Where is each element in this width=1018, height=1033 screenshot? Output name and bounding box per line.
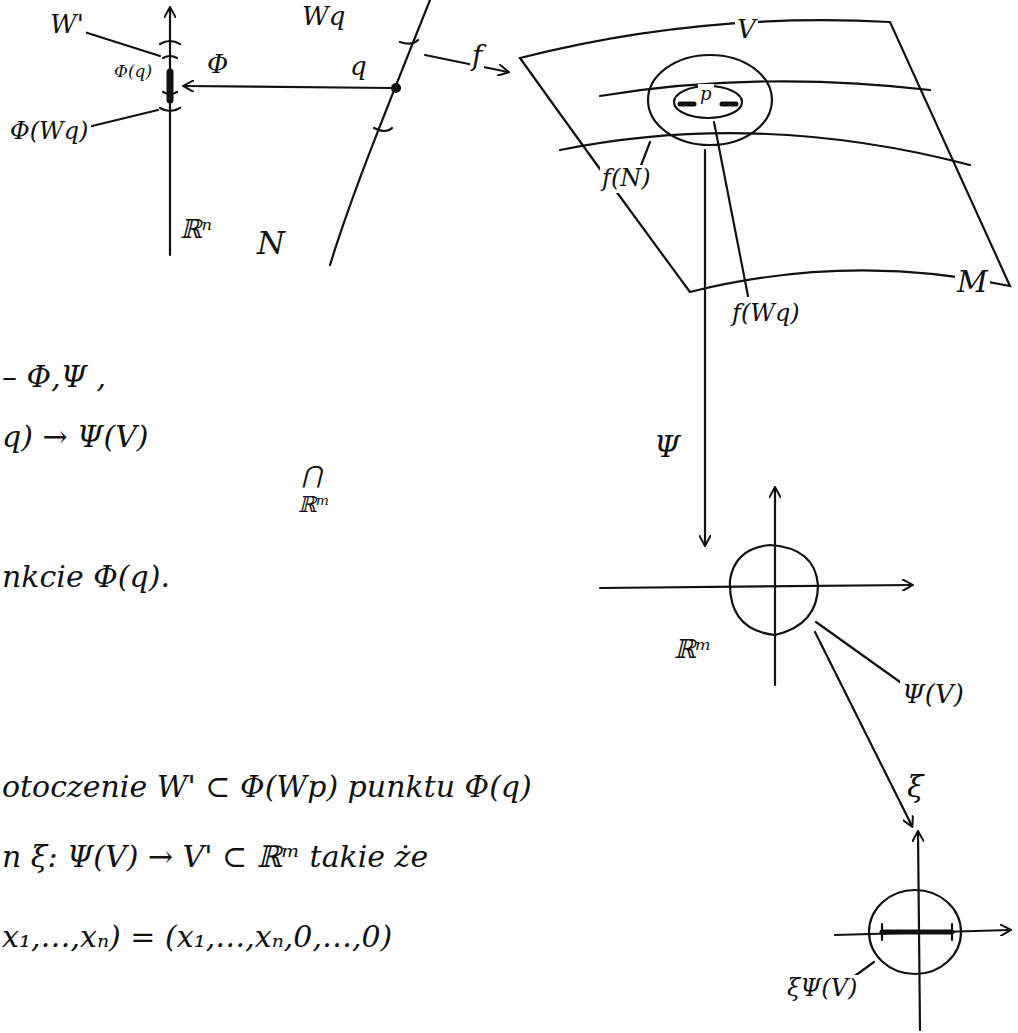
handwritten-label: Wq	[300, 2, 347, 32]
handwritten-label: x₁,…,xₙ) = (x₁,…,xₙ,0,…,0)	[0, 920, 394, 955]
handwritten-label: ℝⁿ	[178, 215, 214, 245]
handwritten-label: ⋂	[300, 462, 324, 490]
handwritten-label: V	[735, 15, 758, 45]
handwritten-label: – Φ,Ψ ,	[0, 360, 108, 395]
handwritten-label: ℝᵐ	[296, 492, 332, 517]
handwritten-label: Φ(q)	[112, 62, 154, 82]
handwritten-label: q	[348, 52, 369, 82]
handwritten-label: ξ	[905, 770, 926, 805]
handwritten-label: f	[470, 40, 484, 72]
handwritten-label: q) → Ψ(V)	[0, 420, 151, 455]
handwritten-label: n ξ: Ψ(V) → V' ⊂ ℝᵐ takie że	[0, 840, 430, 875]
handwritten-label: p	[698, 84, 714, 105]
axis	[169, 8, 171, 255]
handwritten-label: nkcie Φ(q).	[0, 560, 172, 595]
handwritten-label: ℝᵐ	[672, 635, 714, 665]
handwritten-label: f(N)	[600, 165, 653, 193]
handwritten-label: f(Wq)	[730, 300, 802, 328]
handwritten-label: Ψ	[652, 430, 682, 465]
handwritten-label: Φ(Wq)	[8, 118, 90, 146]
handwritten-label: Φ	[205, 50, 230, 80]
handwritten-label: M	[955, 265, 990, 300]
handwritten-label: W'	[48, 10, 86, 40]
handwritten-label: Ψ(V)	[900, 680, 966, 710]
handwritten-label: otoczenie W' ⊂ Φ(Wp) punktu Φ(q)	[0, 770, 534, 805]
handwritten-label: ξΨ(V)	[785, 975, 859, 1003]
handwritten-label: N	[255, 225, 287, 262]
